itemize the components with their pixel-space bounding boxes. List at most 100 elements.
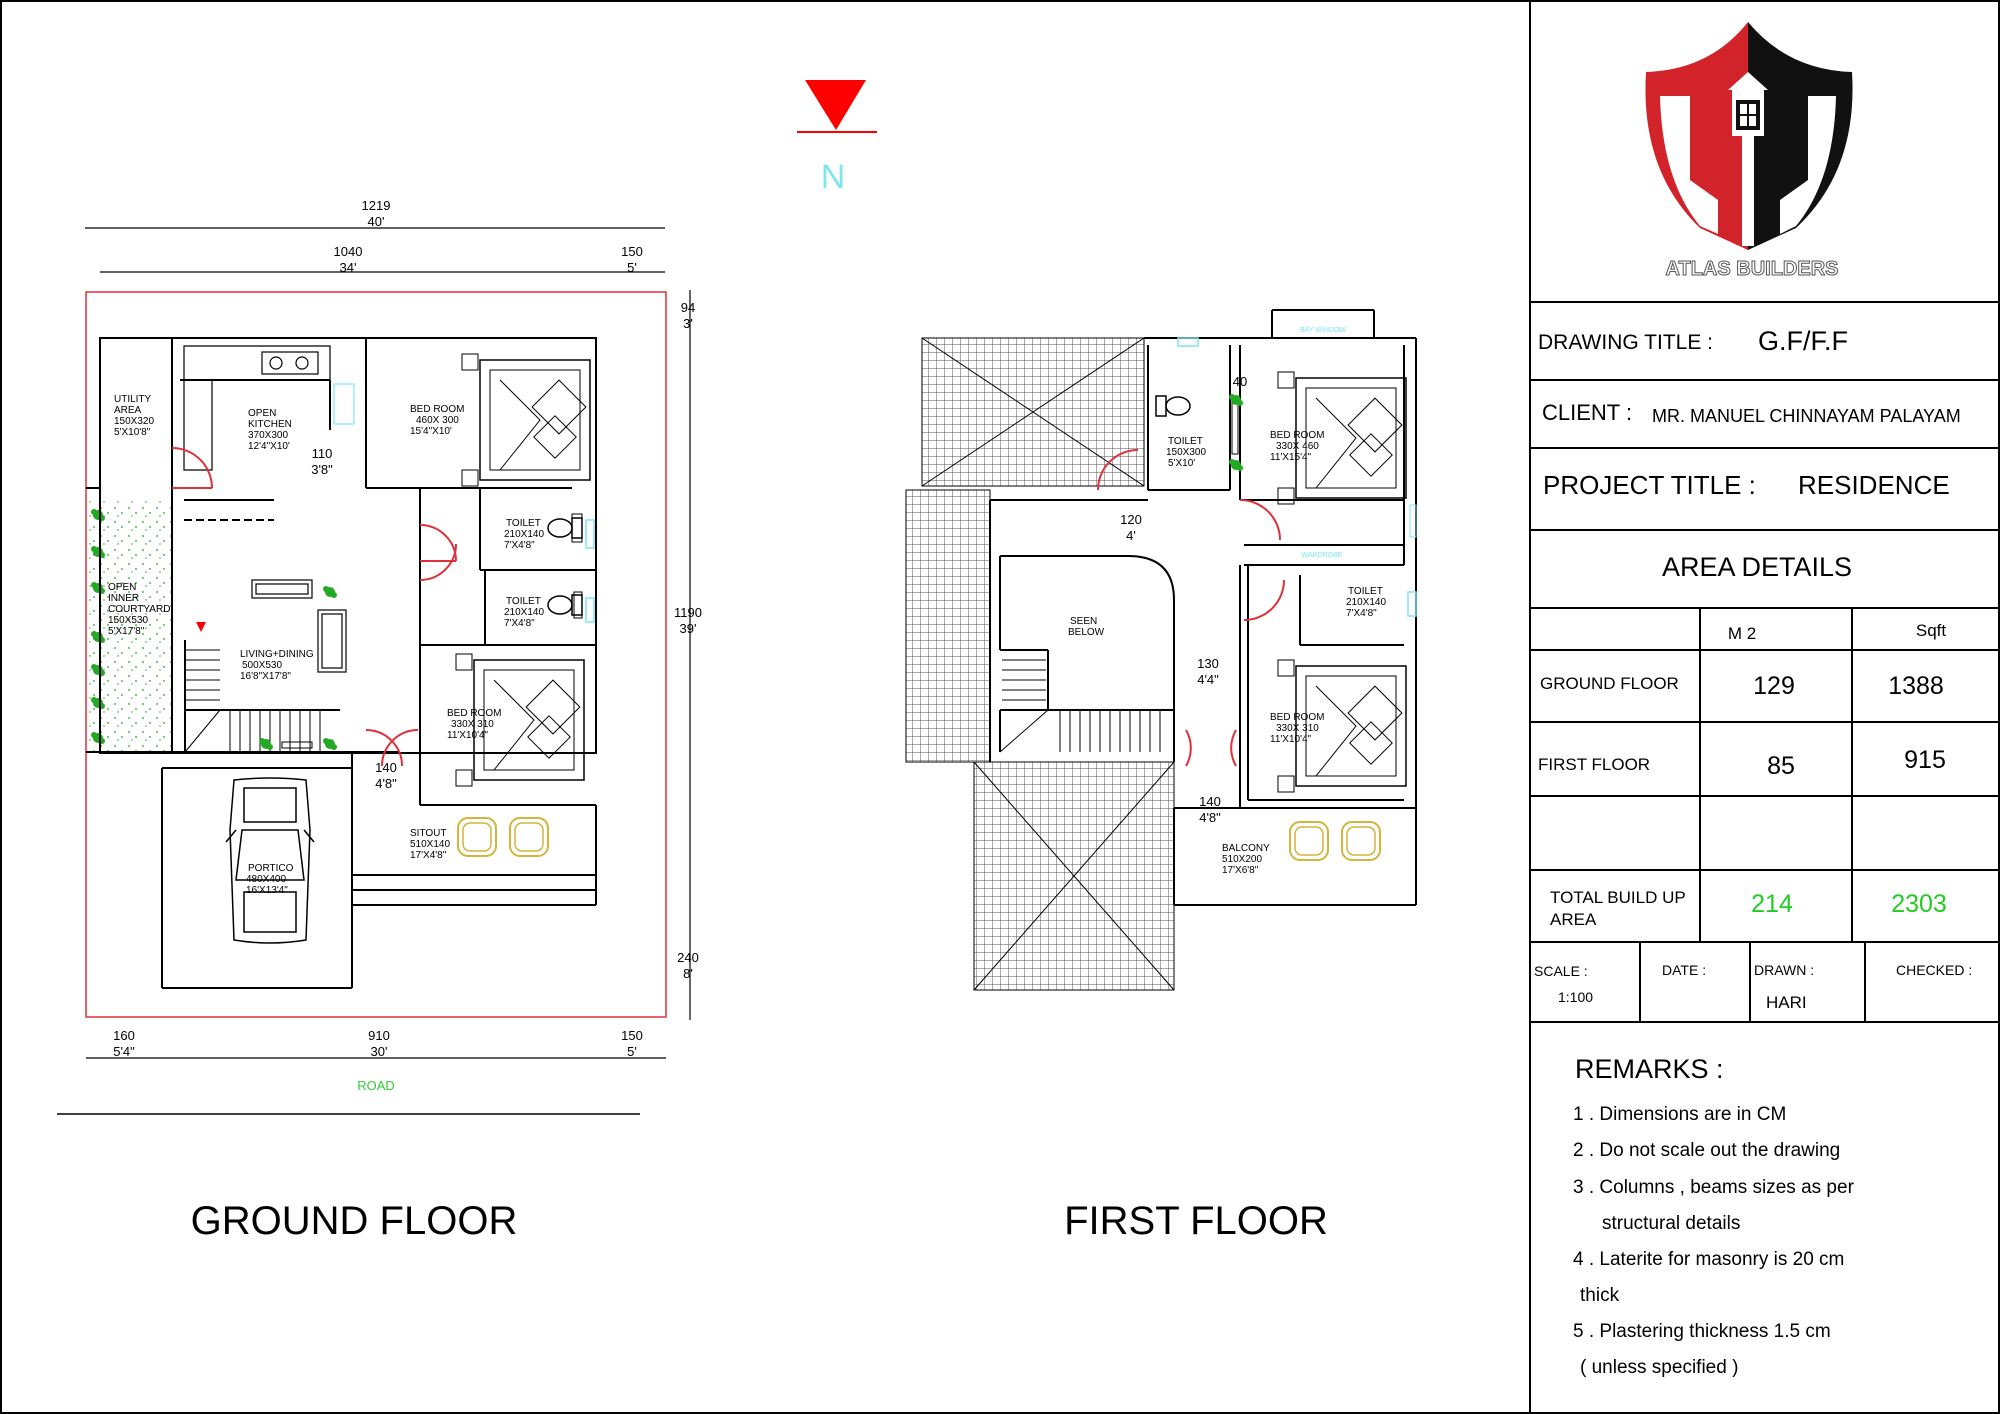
area-row-ground-sqft: 1388 [1888, 672, 1944, 700]
gf-dim-top-setback-ft: 3' [683, 316, 693, 331]
gf-dim-bottom-left-ft: 5'4" [113, 1044, 135, 1059]
ff-toilet2-l2: 210X140 [1346, 597, 1386, 608]
ground-floor-plan: 1219 40' 1040 34' 150 5' 94 3' 1190 39' … [57, 198, 702, 1115]
drawing-title-value: G.F/F.F [1758, 326, 1848, 356]
gf-kitchen-l3: 370X300 [248, 430, 288, 441]
ff-dim-120-ft: 4' [1126, 528, 1136, 543]
ff-toilet2-l1: TOILET [1348, 586, 1383, 597]
gf-utility-l3: 150X320 [114, 416, 154, 427]
date-label: DATE : [1662, 962, 1706, 978]
gf-utility-l2: AREA [114, 405, 142, 416]
gf-utility-l4: 5'X10'8" [114, 427, 151, 438]
ff-roof-left [905, 489, 991, 763]
scale-value: 1:100 [1558, 989, 1593, 1005]
drawn-label: DRAWN : [1754, 962, 1814, 978]
gf-dim-top-setback: 94 [681, 300, 695, 315]
title-block: ATLAS BUILDERS DRAWING TITLE : G.F/F.F C… [1530, 22, 2000, 1378]
gf-utility-l1: UTILITY [114, 394, 152, 405]
ff-seen-below-l2: BELOW [1068, 627, 1105, 638]
gf-dim-top-side: 150 [621, 244, 643, 259]
ff-dim-140: 140 [1199, 794, 1221, 809]
ff-bedroom1-l1: BED ROOM [1270, 430, 1324, 441]
gf-bedroom2-l2: 330X 310 [451, 719, 494, 730]
gf-living-l2: 500X530 [242, 660, 282, 671]
project-title-label: PROJECT TITLE : [1543, 470, 1756, 500]
ff-bedroom2-l1: BED ROOM [1270, 712, 1324, 723]
gf-dim-bottom-right: 150 [621, 1028, 643, 1043]
ff-dim-130: 130 [1197, 656, 1219, 671]
ff-toilet1-l1: TOILET [1168, 436, 1203, 447]
gf-toilet2-l1: TOILET [506, 596, 541, 607]
ff-bedroom2-l3: 11'X10'4" [1270, 734, 1312, 745]
company-name: ATLAS BUILDERS [1666, 258, 1839, 280]
north-label: N [821, 158, 846, 196]
ff-bay-window-label: BAY WINDOW [1300, 327, 1346, 334]
area-row-ground-label: GROUND FLOOR [1540, 674, 1679, 693]
remark-4b: thick [1580, 1285, 1620, 1306]
gf-dim-bottom-left: 160 [113, 1028, 135, 1043]
gf-bedroom1-l3: 15'4"X10' [410, 426, 452, 437]
gf-toilet2-l3: 7'X4'8" [504, 618, 535, 629]
gf-courtyard-l3: COURTYARD [108, 604, 170, 615]
remark-4: 4 . Laterite for masonry is 20 cm [1573, 1249, 1844, 1270]
ff-dim-140-ft: 4'8" [1199, 810, 1221, 825]
gf-portico-l1: PORTICO [248, 863, 294, 874]
first-floor-title: FIRST FLOOR [1064, 1199, 1328, 1243]
gf-toilet1-l1: TOILET [506, 518, 541, 529]
area-header-m2: M 2 [1728, 624, 1756, 643]
ff-dim-130-ft: 4'4" [1197, 672, 1219, 687]
gf-sitout-l3: 17'X4'8" [410, 850, 447, 861]
remark-1: 1 . Dimensions are in CM [1573, 1104, 1786, 1125]
gf-living-l3: 16'8"X17'8" [240, 671, 291, 682]
remarks-title: REMARKS : [1575, 1054, 1724, 1084]
checked-label: CHECKED : [1896, 962, 1972, 978]
gf-dim-140: 140 [375, 760, 397, 775]
ff-dim-40: 40 [1233, 374, 1247, 389]
ff-balcony-l2: 510X200 [1222, 854, 1262, 865]
gf-bedroom2-l3: 11'X10'4" [447, 730, 489, 741]
gf-dim-overall-depth: 1190 [674, 605, 702, 620]
gf-courtyard-l2: INNER [108, 593, 139, 604]
ff-bedroom2-l2: 330X 310 [1276, 723, 1319, 734]
remark-5b: ( unless specified ) [1580, 1357, 1738, 1378]
gf-dim-bottom-right-ft: 5' [627, 1044, 637, 1059]
gf-courtyard-l5: 5'X17'8" [108, 626, 145, 637]
gf-courtyard-l1: OPEN [108, 582, 136, 593]
gf-sitout-l1: SITOUT [410, 828, 446, 839]
ff-balcony-l3: 17'X6'8" [1222, 865, 1259, 876]
gf-sitout-l2: 510X140 [410, 839, 450, 850]
gf-courtyard-l4: 150X530 [108, 615, 148, 626]
area-total-label-1: TOTAL BUILD UP [1550, 888, 1686, 907]
north-arrow-icon [797, 80, 877, 133]
gf-dim-top-main-ft: 34' [340, 260, 357, 275]
area-total-sqft: 2303 [1891, 890, 1947, 918]
gf-dim-front-setback: 240 [677, 950, 699, 965]
client-label: CLIENT : [1542, 400, 1632, 425]
gf-bedroom1-l1: BED ROOM [410, 404, 464, 415]
ff-toilet1-l2: 150X300 [1166, 447, 1206, 458]
ff-roof-bottom [973, 761, 1175, 991]
gf-kitchen-l2: KITCHEN [248, 419, 292, 430]
gf-kitchen-l4: 12'4"X10' [248, 441, 290, 452]
area-total-m2: 214 [1751, 890, 1793, 918]
gf-courtyard-area [88, 500, 172, 752]
ff-bedroom1-l2: 330X 460 [1276, 441, 1319, 452]
ff-bedroom1-l3: 11'X15'4" [1270, 452, 1312, 463]
ff-seen-below-l1: SEEN [1070, 616, 1097, 627]
gf-plot-boundary [85, 291, 667, 1018]
gf-dim-110-ft: 3'8" [311, 462, 333, 477]
atlas-builders-logo [1645, 22, 1853, 250]
gf-kitchen-l1: OPEN [248, 408, 276, 419]
gf-dim-110: 110 [312, 446, 333, 461]
area-total-label-2: AREA [1550, 910, 1597, 929]
gf-portico-l2: 480X400 [246, 874, 286, 885]
project-title-value: RESIDENCE [1798, 470, 1950, 500]
ground-floor-title: GROUND FLOOR [191, 1199, 518, 1243]
gf-bedroom2-l1: BED ROOM [447, 708, 501, 719]
area-row-first-label: FIRST FLOOR [1538, 755, 1650, 774]
ff-dim-120: 120 [1120, 512, 1142, 527]
gf-portico-l3: 16'X13'4" [246, 885, 288, 896]
remark-3b: structural details [1602, 1213, 1740, 1234]
area-row-ground-m2: 129 [1753, 672, 1795, 700]
